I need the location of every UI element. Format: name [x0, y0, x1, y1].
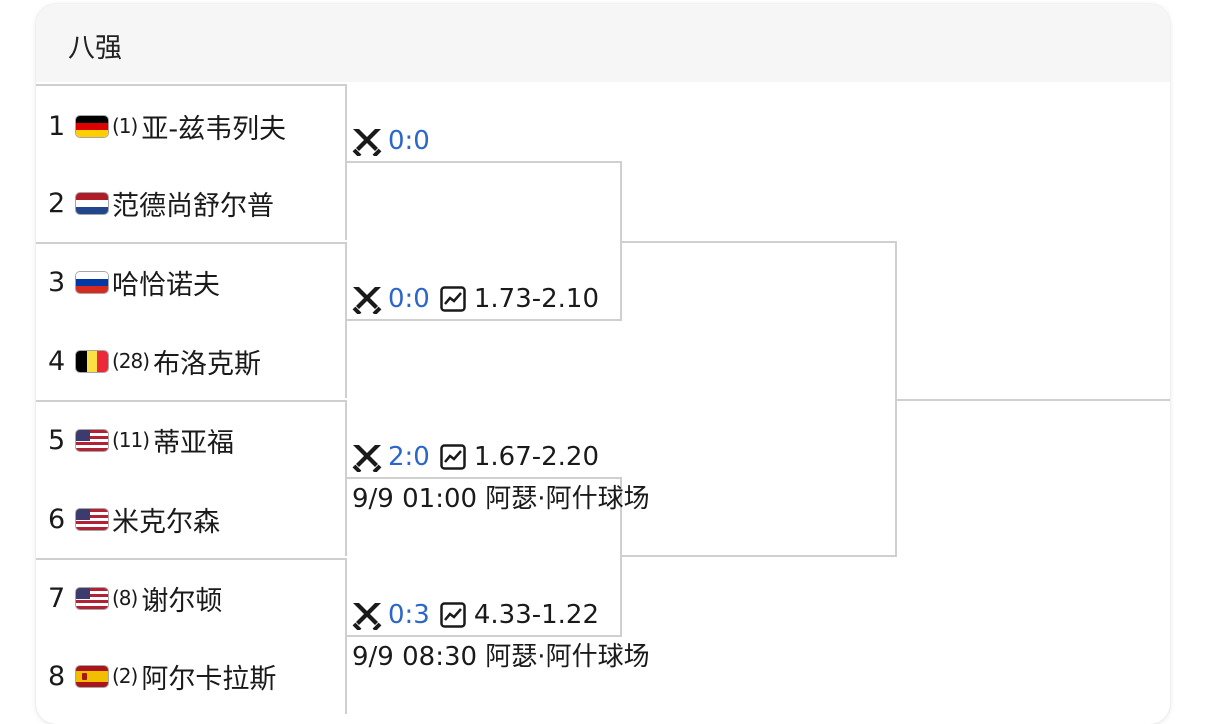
- player-seed: (2): [112, 664, 138, 688]
- player-row[interactable]: 6 米克尔森: [48, 497, 220, 541]
- trend-chart-icon[interactable]: [440, 286, 466, 312]
- player-row[interactable]: 2 范德尚舒尔普: [48, 181, 274, 225]
- match-info-1[interactable]: 0:0: [350, 126, 440, 156]
- player-row[interactable]: 4 (28) 布洛克斯: [48, 339, 261, 383]
- player-row[interactable]: 1 (1) 亚-兹韦列夫: [48, 104, 286, 148]
- player-row[interactable]: 7 (8) 谢尔顿: [48, 576, 222, 620]
- match-odds: 1.67-2.20: [473, 442, 600, 472]
- belgium-flag-icon: [76, 350, 108, 372]
- round-title: 八强: [68, 33, 122, 64]
- player-name: 米克尔森: [112, 506, 220, 538]
- player-number: 3: [48, 266, 66, 298]
- player-number: 6: [48, 503, 66, 535]
- usa-flag-icon: [76, 429, 108, 451]
- player-name: 阿尔卡拉斯: [141, 663, 277, 695]
- player-seed: (11): [112, 428, 150, 452]
- match-info-2[interactable]: 0:0 1.73-2.10: [350, 284, 599, 314]
- match-info-4[interactable]: 0:3 4.33-1.22: [350, 600, 599, 630]
- match-schedule: 9/9 08:30 阿瑟·阿什球场: [352, 642, 650, 672]
- match-odds: 1.73-2.10: [473, 284, 600, 314]
- player-name: 蒂亚福: [153, 427, 235, 459]
- match-pair-4[interactable]: 7 (8) 谢尔顿 8 (2) 阿尔卡拉斯: [36, 558, 347, 714]
- germany-flag-icon: [76, 115, 108, 137]
- player-name: 范德尚舒尔普: [112, 190, 274, 222]
- player-seed: (1): [112, 114, 138, 138]
- round-header: 八强: [36, 4, 1170, 82]
- player-seed: (28): [112, 349, 150, 373]
- player-name: 哈恰诺夫: [112, 269, 220, 301]
- player-row[interactable]: 8 (2) 阿尔卡拉斯: [48, 654, 276, 698]
- match-score: 0:0: [388, 284, 430, 314]
- match-score: 0:3: [388, 600, 430, 630]
- final-connector: [621, 241, 897, 557]
- player-number: 4: [48, 345, 66, 377]
- player-name: 谢尔顿: [141, 585, 223, 617]
- match-score: 0:0: [388, 126, 430, 156]
- match-pair-2[interactable]: 3 哈恰诺夫 4 (28) 布洛克斯: [36, 242, 347, 398]
- player-number: 7: [48, 582, 66, 614]
- usa-flag-icon: [76, 587, 108, 609]
- spain-flag-icon: [76, 665, 108, 687]
- crossed-swords-icon: [352, 603, 382, 630]
- bracket-lines: [347, 161, 1170, 637]
- trend-chart-icon[interactable]: [440, 444, 466, 470]
- player-name: 亚-兹韦列夫: [141, 113, 287, 145]
- match-pair-3[interactable]: 5 (11) 蒂亚福 6 米克尔森: [36, 400, 347, 556]
- russia-flag-icon: [76, 271, 108, 293]
- crossed-swords-icon: [352, 445, 382, 472]
- usa-flag-icon: [76, 508, 108, 530]
- player-number: 2: [48, 187, 66, 219]
- player-number: 8: [48, 660, 66, 692]
- match-info-3[interactable]: 2:0 1.67-2.20: [350, 442, 599, 472]
- match-schedule: 9/9 01:00 阿瑟·阿什球场: [352, 484, 650, 514]
- crossed-swords-icon: [352, 287, 382, 314]
- player-row[interactable]: 3 哈恰诺夫: [48, 260, 220, 304]
- bracket-card: 八强 1 (1) 亚-兹韦列夫 2: [36, 4, 1170, 724]
- trend-chart-icon[interactable]: [440, 602, 466, 628]
- player-seed: (8): [112, 586, 138, 610]
- player-number: 1: [48, 110, 66, 142]
- player-name: 布洛克斯: [153, 348, 262, 380]
- match-score: 2:0: [388, 442, 430, 472]
- netherlands-flag-icon: [76, 192, 108, 214]
- player-number: 5: [48, 424, 66, 456]
- player-row[interactable]: 5 (11) 蒂亚福: [48, 418, 234, 462]
- match-odds: 4.33-1.22: [473, 600, 600, 630]
- match-pair-1[interactable]: 1 (1) 亚-兹韦列夫 2 范德尚舒尔普: [36, 84, 347, 240]
- crossed-swords-icon: [352, 129, 382, 156]
